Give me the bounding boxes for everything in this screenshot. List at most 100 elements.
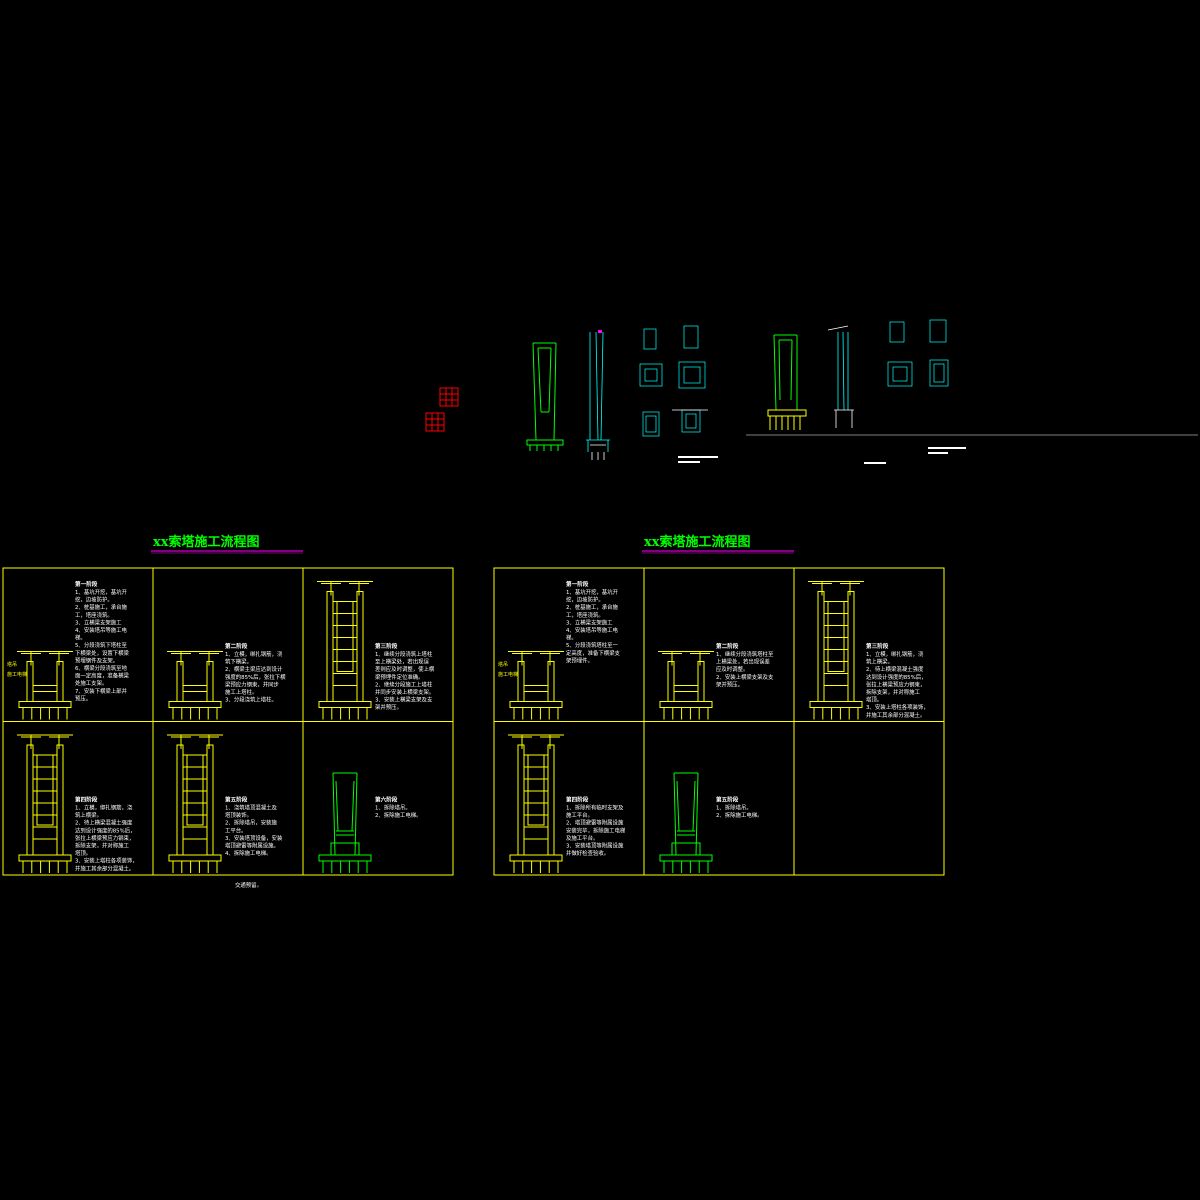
stage-extra-note: 交通预留。 [235, 881, 262, 889]
flowchart-sheet-1: xx索塔施工流程图塔吊施工电梯第一阶段1、基坑开挖，基坑开挖，边坡防护。2、桩基… [2, 534, 454, 889]
stage-heading: 第三阶段 [865, 642, 889, 650]
stage-step-text: 5、分段浇筑下塔柱至 [75, 641, 128, 649]
stage-step-text: 安装完毕，拆除施工电梯 [566, 826, 626, 834]
stage-heading: 第二阶段 [224, 642, 248, 650]
detail-notes [678, 447, 966, 464]
stage-step-text: 塔顶避雷等附属设施。 [225, 842, 279, 850]
stage-step-text: 挖，边坡防护。 [566, 596, 604, 604]
stage-step-text: 4、安装塔吊等施工电 [566, 626, 619, 634]
stage-cell-2: 第二阶段1、立模，绑扎钢筋，浇筑下横梁。2、横梁主梁应达到设计强度的85%后，张… [167, 642, 286, 720]
stage-step-text: 1、基坑开挖，基坑开 [566, 588, 619, 596]
tower-stage-drawing [17, 734, 73, 873]
stage-step-text: 塔顶装饰。 [225, 811, 252, 819]
stage-step-text: 下横梁处，设置下横梁 [75, 649, 130, 657]
stage-step-text: 及施工平台。 [566, 834, 598, 842]
stage-step-text: 3、安装上塔柱各项装饰， [866, 703, 929, 711]
tower-elevation-front-1 [526, 342, 564, 451]
tower-label: 施工电梯 [498, 671, 518, 678]
tower-stage-drawing [508, 734, 564, 873]
stage-heading: 第四阶段 [565, 796, 589, 804]
stage-step-text: 拆除支架，并对称施工 [75, 842, 130, 850]
stage-step-text: 并施工其余部分混凝土。 [75, 864, 134, 872]
stage-step-text: 处施工支架。 [75, 679, 107, 687]
stage-step-text: 2、待上横梁混凝土强度 [75, 819, 133, 827]
stage-step-text: 达到设计强度的85%后， [75, 826, 136, 834]
stage-step-text: 工，塔座浇筑。 [75, 611, 113, 619]
stage-step-text: 上横梁处，若出现误差 [716, 658, 771, 666]
stage-step-text: 1、浇筑塔顶混凝土及 [225, 804, 278, 812]
stage-step-text: 并施工其余部分混凝土。 [866, 711, 925, 719]
sheet-title: xx索塔施工流程图 [644, 534, 751, 550]
stage-step-text: 塔顶。 [75, 849, 91, 857]
stage-step-text: 应及时调整。 [716, 665, 748, 673]
tower-label: 塔吊 [7, 661, 17, 668]
red-marker-blocks [425, 387, 459, 432]
stage-step-text: 架预埋件。 [566, 656, 593, 664]
stage-step-text: 预压。 [75, 694, 91, 702]
stage-step-text: 3、安装上塔柱各项装饰， [75, 857, 138, 865]
stage-step-text: 张拉上横梁预应力钢束， [866, 680, 925, 688]
stage-step-text: 梁预应力钢束，并同步 [225, 680, 280, 688]
tower-elevation-side-1 [586, 330, 610, 460]
stage-step-text: 3、安装上横梁支架及支 [375, 696, 433, 704]
stage-step-text: 2、拆除施工电梯。 [375, 811, 422, 819]
stage-step-text: 2、横梁主梁应达到设计 [225, 665, 283, 673]
tower-elevation-2 [767, 334, 807, 430]
stage-step-text: 架并预压。 [375, 703, 402, 711]
stage-heading: 第四阶段 [74, 796, 98, 804]
stage-step-text: 筑下横梁。 [225, 658, 252, 666]
stage-heading: 第六阶段 [374, 796, 398, 804]
tower-stage-drawing [808, 581, 864, 720]
stage-step-text: 1、拆除塔吊。 [716, 804, 752, 812]
sheet-title: xx索塔施工流程图 [153, 534, 260, 550]
stage-step-text: 3、安装塔顶设备，安装 [225, 834, 283, 842]
stage-step-text: 梁预埋件定位准确。 [375, 673, 424, 681]
stage-heading: 第一阶段 [74, 580, 98, 588]
tower-stage-drawing [317, 581, 373, 720]
stage-step-text: 工，塔座浇筑。 [566, 611, 604, 619]
stage-heading: 第三阶段 [374, 642, 398, 650]
stage-step-text: 2、安装上横梁支架及支 [716, 673, 774, 681]
stage-step-text: 张拉上横梁预应力钢束， [75, 834, 134, 842]
stage-cell-3: 第三阶段1、继续分段浇筑上塔柱至上横梁处，若出现误差则应及时调整，使上横梁预埋件… [317, 581, 435, 720]
stage-step-text: 1、立模，绑扎钢筋，浇 [75, 804, 133, 812]
stage-cell-4: 第四阶段1、立模，绑扎钢筋，浇筑上横梁。2、待上横梁混凝土强度达到设计强度的85… [17, 734, 138, 873]
stage-step-text: 梯。 [75, 634, 86, 642]
stage-step-text: 7、安装下横梁上部并 [75, 687, 128, 695]
tower-sections-2 [887, 319, 949, 387]
stage-cell-3: 第三阶段1、立模，绑扎钢筋，浇筑上横梁。2、待上横梁混凝土强度达到设计强度的85… [808, 581, 929, 720]
stage-step-text: 挖，边坡防护。 [75, 596, 113, 604]
stage-step-text: 梯。 [566, 634, 577, 642]
stage-step-text: 6、横梁分段浇筑至地 [75, 664, 128, 672]
stage-step-text: 1、立模，绑扎钢筋，浇 [866, 650, 924, 658]
stage-cell-2: 第二阶段1、继续分段浇筑塔柱至上横梁处，若出现误差应及时调整。2、安装上横梁支架… [658, 642, 774, 720]
stage-step-text: 面一定高度，准备横梁 [75, 672, 130, 680]
stage-step-text: 达到设计强度的85%后， [866, 673, 927, 681]
tower-stage-drawing [659, 772, 713, 873]
flowchart-sheet-2: xx索塔施工流程图塔吊施工电梯第一阶段1、基坑开挖，基坑开挖，边坡防护。2、桩基… [493, 534, 945, 876]
stage-step-text: 1、立模，绑扎钢筋，浇 [225, 650, 283, 658]
flowchart-sheets: xx索塔施工流程图塔吊施工电梯第一阶段1、基坑开挖，基坑开挖，边坡防护。2、桩基… [2, 534, 945, 889]
stage-step-text: 预埋钢件及支架。 [75, 656, 118, 664]
stage-cell-1: 塔吊施工电梯第一阶段1、基坑开挖，基坑开挖，边坡防护。2、桩基施工，承台施工，塔… [498, 580, 621, 720]
stage-heading: 第一阶段 [565, 580, 589, 588]
stage-step-text: 2、待上横梁混凝土强度 [866, 665, 924, 673]
tower-side-2 [827, 325, 854, 428]
stage-step-text: 筑上横梁。 [75, 811, 102, 819]
stage-step-text: 3、立横梁支架施工 [75, 618, 122, 626]
stage-step-text: 5、分段浇筑塔柱至一 [566, 641, 619, 649]
stage-step-text: 1、拆除塔吊。 [375, 804, 411, 812]
stage-step-text: 1、继续分段浇筑塔柱至 [716, 650, 774, 658]
stage-heading: 第二阶段 [715, 642, 739, 650]
stage-cell-1: 塔吊施工电梯第一阶段1、基坑开挖，基坑开挖，边坡防护。2、桩基施工，承台施工，塔… [7, 580, 130, 720]
stage-step-text: 2、继续分段施工上塔柱 [375, 680, 433, 688]
tower-stage-drawing [508, 651, 564, 720]
stage-cell-4: 第四阶段1、拆除所有临时支架及施工平台。2、塔顶避雷等附属设施安装完毕，拆除施工… [508, 734, 626, 873]
tower-stage-drawing [167, 734, 223, 873]
stage-step-text: 2、拆除施工电梯。 [716, 811, 763, 819]
stage-step-text: 并同步安装上横梁支架。 [375, 688, 434, 696]
stage-step-text: 施工平台。 [566, 811, 593, 819]
tower-stage-drawing [167, 651, 223, 720]
